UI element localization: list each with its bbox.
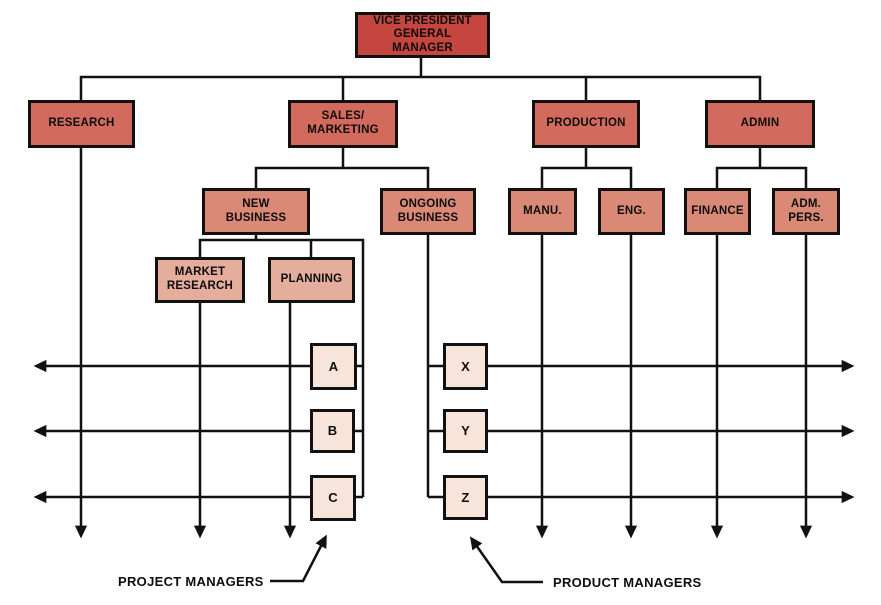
org-box-label: PLANNING <box>280 273 343 286</box>
connector-production-bar <box>540 166 633 188</box>
org-box-label: MARKET RESEARCH <box>166 266 234 292</box>
connector-tier1-bar <box>79 75 762 100</box>
org-box-label: NEW BUSINESS <box>225 197 287 224</box>
product-managers-label: PRODUCT MANAGERS <box>553 575 702 590</box>
org-box-vice-president-general-manager: VICE PRESIDENT GENERAL MANAGER <box>355 12 490 58</box>
connector-new-business-bar-and-project-spine <box>198 238 365 497</box>
org-box-manu: MANU. <box>508 188 577 235</box>
connector-admin-bar <box>715 166 808 188</box>
product-box-z: Z <box>443 475 488 520</box>
org-box-sales-marketing: SALES/ MARKETING <box>288 100 398 148</box>
product-box-y: Y <box>443 409 488 453</box>
org-box-eng: ENG. <box>598 188 665 235</box>
org-box-planning: PLANNING <box>268 257 355 303</box>
org-box-new-business: NEW BUSINESS <box>202 188 310 235</box>
org-box-label: PRODUCTION <box>546 117 626 130</box>
project-box-label: B <box>327 423 338 439</box>
product-box-label: X <box>461 358 470 374</box>
product-box-label: Y <box>461 423 470 439</box>
org-box-label: FINANCE <box>691 204 744 217</box>
org-box-label: VICE PRESIDENT GENERAL MANAGER <box>373 14 472 54</box>
project-managers-label: PROJECT MANAGERS <box>118 574 264 589</box>
project-managers-pointer-arrow <box>270 534 327 583</box>
org-box-label: SALES/ MARKETING <box>307 110 379 136</box>
project-box-label: A <box>328 358 339 374</box>
project-box-a: A <box>310 343 357 390</box>
project-box-label: C <box>328 490 338 506</box>
org-box-finance: FINANCE <box>684 188 751 235</box>
org-box-admin: ADMIN <box>705 100 815 148</box>
org-box-ongoing-business: ONGOING BUSINESS <box>380 188 476 235</box>
org-box-label: ADM. PERS. <box>788 197 824 224</box>
org-box-market-research: MARKET RESEARCH <box>155 257 245 303</box>
connector-sales-bar <box>254 166 430 188</box>
org-box-label: ONGOING BUSINESS <box>397 197 459 224</box>
org-box-label: MANU. <box>523 204 562 217</box>
org-box-adm-pers: ADM. PERS. <box>772 188 840 235</box>
project-box-c: C <box>310 475 356 521</box>
product-managers-pointer-arrow <box>469 536 543 584</box>
product-box-label: Z <box>461 489 470 505</box>
product-box-x: X <box>443 343 488 390</box>
org-box-label: ADMIN <box>740 117 780 130</box>
org-box-label: RESEARCH <box>48 117 115 130</box>
org-box-production: PRODUCTION <box>532 100 640 148</box>
project-box-b: B <box>310 409 355 453</box>
org-box-label: ENG. <box>617 204 646 217</box>
org-box-research: RESEARCH <box>28 100 135 148</box>
